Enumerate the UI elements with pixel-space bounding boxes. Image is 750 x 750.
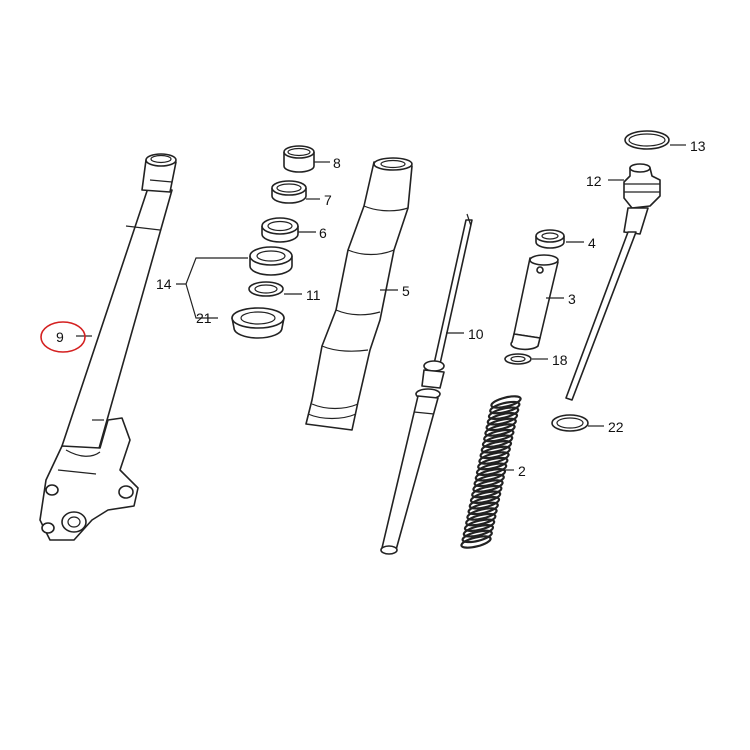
callout-3: 3 bbox=[568, 291, 576, 307]
part-8-bushing bbox=[283, 145, 315, 173]
part-9-outer-tube bbox=[39, 153, 177, 541]
callout-11: 11 bbox=[306, 287, 321, 303]
part-13-o-ring bbox=[624, 130, 670, 150]
part-22-o-ring bbox=[551, 414, 589, 432]
part-10-damper-rod bbox=[380, 213, 473, 555]
callout-7: 7 bbox=[324, 192, 332, 208]
part-21-dust-seal bbox=[231, 307, 285, 339]
part-7-bushing bbox=[271, 180, 307, 204]
part-6-washer bbox=[261, 217, 299, 243]
callout-22: 22 bbox=[608, 419, 624, 435]
part-11-clip bbox=[248, 281, 284, 297]
part-2-spring bbox=[460, 395, 522, 549]
callout-10: 10 bbox=[468, 326, 484, 342]
callout-6: 6 bbox=[319, 225, 327, 241]
callout-12: 12 bbox=[586, 173, 602, 189]
leader-lines bbox=[76, 144, 686, 471]
part-12-cap-bolt bbox=[565, 163, 661, 401]
part-14-oil-seal bbox=[249, 246, 293, 276]
callout-21: 21 bbox=[196, 310, 212, 326]
callout-labels: 9 8 7 6 14 11 21 5 10 4 3 18 2 13 12 22 bbox=[56, 138, 706, 479]
callout-9: 9 bbox=[56, 329, 64, 345]
part-3-cylinder bbox=[510, 254, 559, 351]
callout-5: 5 bbox=[402, 283, 410, 299]
callout-8: 8 bbox=[333, 155, 341, 171]
part-4-bushing bbox=[535, 229, 565, 249]
callout-18: 18 bbox=[552, 352, 568, 368]
callout-2: 2 bbox=[518, 463, 526, 479]
highlight-ring-9 bbox=[40, 321, 86, 353]
callout-14: 14 bbox=[156, 276, 172, 292]
part-18-washer bbox=[504, 353, 532, 365]
part-5-fork-boot bbox=[305, 157, 413, 431]
callout-13: 13 bbox=[690, 138, 706, 154]
callout-4: 4 bbox=[588, 235, 596, 251]
